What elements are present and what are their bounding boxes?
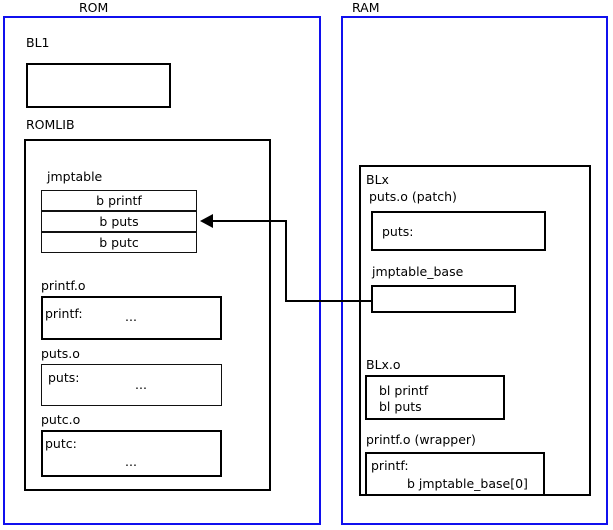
puts-o-patch-symbol: puts: <box>382 224 414 239</box>
jmptable-entry-1-label: b puts <box>99 214 139 229</box>
printf-o-symbol: printf: <box>45 306 83 321</box>
jmptable-label: jmptable <box>47 169 103 184</box>
bl1-label: BL1 <box>26 35 50 50</box>
bl1-box <box>26 63 171 108</box>
blx-o-line2: bl puts <box>379 399 422 414</box>
printf-o-label: printf.o <box>41 278 86 293</box>
blx-label: BLx <box>366 172 389 187</box>
putc-o-body: ... <box>125 454 137 469</box>
rom-region <box>3 16 321 525</box>
romlib-label: ROMLIB <box>26 117 75 132</box>
puts-o-box: puts: ... <box>41 364 222 406</box>
connector-segment-horizontal-lower <box>285 300 373 302</box>
printf-o-wrapper-symbol: printf: <box>371 458 409 473</box>
puts-o-symbol: puts: <box>48 370 80 385</box>
connector-arrowhead-icon <box>200 214 213 228</box>
jmptable-base-label: jmptable_base <box>372 264 464 279</box>
puts-o-patch-box: puts: <box>371 211 546 251</box>
printf-o-wrapper-label: printf.o (wrapper) <box>366 432 476 447</box>
jmptable-entry-2: b putc <box>41 232 197 253</box>
printf-o-wrapper-box: printf: b jmptable_base[0] <box>365 452 545 496</box>
jmptable-entry-1: b puts <box>41 211 197 232</box>
blx-o-label: BLx.o <box>366 357 401 372</box>
puts-o-label: puts.o <box>41 346 80 361</box>
ram-region-label: RAM <box>352 0 380 15</box>
putc-o-symbol: putc: <box>45 436 77 451</box>
blx-o-line1: bl printf <box>379 383 429 398</box>
jmptable-entry-0-label: b printf <box>96 193 142 208</box>
jmptable-base-box <box>371 285 516 313</box>
puts-o-body: ... <box>135 377 147 392</box>
printf-o-box: printf: ... <box>41 296 222 340</box>
connector-segment-vertical <box>285 220 287 302</box>
rom-region-label: ROM <box>79 0 109 15</box>
puts-o-patch-label: puts.o (patch) <box>369 189 457 204</box>
jmptable-entry-0: b printf <box>41 190 197 211</box>
printf-o-body: ... <box>125 309 137 324</box>
connector-segment-horizontal-upper <box>213 220 287 222</box>
printf-o-wrapper-branch: b jmptable_base[0] <box>407 476 528 491</box>
putc-o-label: putc.o <box>41 412 81 427</box>
jmptable-entry-2-label: b putc <box>99 235 139 250</box>
putc-o-box: putc: ... <box>41 430 222 477</box>
ram-region <box>341 16 608 525</box>
blx-o-box: bl printf bl puts <box>365 375 505 420</box>
